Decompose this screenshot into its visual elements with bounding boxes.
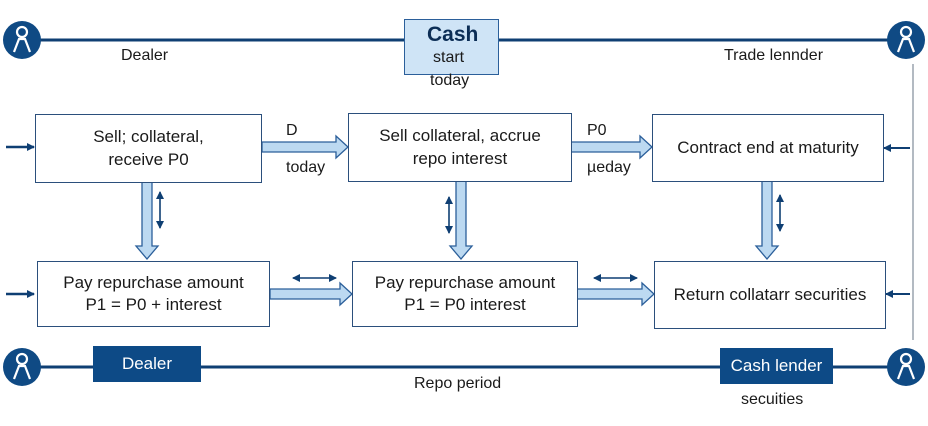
person-icon-top-left [3,21,41,59]
arrow1-top-label: D [286,122,298,139]
step-return-securities-label: Return collatarr securities [673,284,867,304]
arrow-box2-to-box3 [570,134,653,160]
cash-start-box [404,19,499,75]
arrow-down-col1 [134,180,160,261]
step-pay-repurchase-2: Pay repurchase amount P1 = P0 interest [352,261,578,327]
top-left-party: Dealer [121,47,169,64]
cash-start-label: start [433,49,465,66]
bottom-right-sub-label: secuities [741,391,804,408]
step-sell-collateral-line2: receive P0 [108,149,189,169]
person-icon-top-right [887,21,925,59]
arrow2-top-label: P0 [587,122,607,139]
arrow2-bottom-label: µeday [587,159,631,176]
arrow-row2-box1-to-box2 [269,281,353,307]
top-right-party: Trade lennder [724,47,824,64]
step-pay-repurchase-1: Pay repurchase amount P1 = P0 + interest [37,261,270,327]
step-accrue-interest: Sell collateral, accrue repo interest [348,113,572,182]
bottom-right-party-pill: Cash lender [720,348,833,384]
bottom-left-party-pill: Dealer [93,346,201,382]
cash-title: Cash [427,23,479,46]
step-pay-repurchase-2-line2: P1 = P0 interest [404,295,526,314]
person-icon-bottom-right [887,348,925,386]
step-pay-repurchase-2-line1: Pay repurchase amount [374,272,556,292]
step-accrue-interest-line2: repo interest [412,148,508,168]
arrow1-bottom-label: today [286,159,326,176]
step-sell-collateral: Sell; collateral, receive P0 [35,114,262,183]
step-return-securities: Return collatarr securities [654,261,886,329]
step-contract-end-label: Contract end at maturity [677,137,859,157]
step-sell-collateral-line1: Sell; collateral, [93,127,204,147]
cash-date-label: today [430,72,470,89]
bottom-left-party-label: Dealer [121,354,173,373]
step-accrue-interest-line1: Sell collateral, accrue [379,126,541,146]
bottom-right-party-label: Cash lender [730,356,823,375]
arrow-box1-to-box2 [261,134,349,160]
step-pay-repurchase-1-line1: Pay repurchase amount [63,272,244,292]
arrow-down-col3 [754,180,780,261]
arrow-down-col2 [448,180,474,261]
step-pay-repurchase-1-line2: P1 = P0 + interest [85,295,222,314]
repo-period-label: Repo period [414,375,502,392]
arrow-row2-box2-to-box3 [576,281,655,307]
step-contract-end: Contract end at maturity [652,114,884,182]
person-icon-bottom-left [3,348,41,386]
